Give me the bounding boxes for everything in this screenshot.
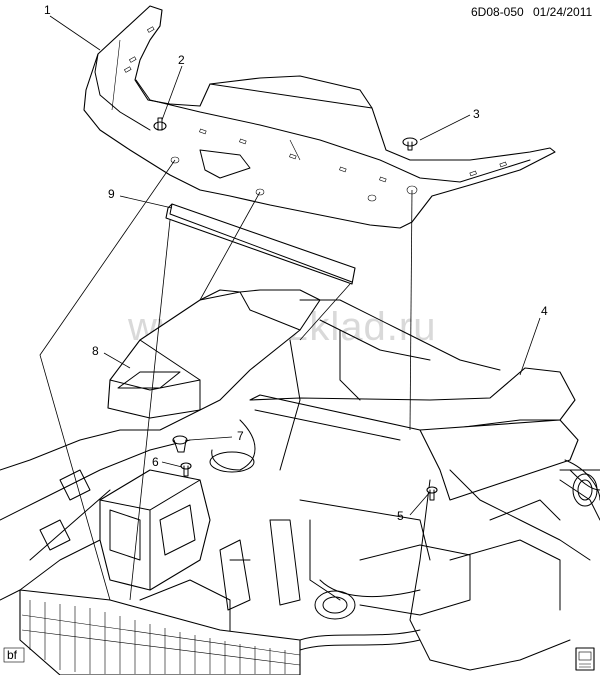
push-pin-retainer [402,137,418,151]
callouts: 1 2 3 4 5 6 7 8 9 [44,3,548,523]
corner-tag: bf [7,648,18,662]
publication-icon [575,647,595,671]
callout-9: 9 [108,187,115,201]
callout-7: 7 [237,429,244,443]
callout-3: 3 [473,107,480,121]
callout-8: 8 [92,344,99,358]
foam-seal-strip [165,203,356,285]
callout-6: 6 [152,455,159,469]
radiator-support-cover [83,5,556,229]
callout-1: 1 [44,3,51,17]
diagram-header-date: 01/24/2011 [533,5,592,19]
leader-lines [39,15,541,601]
push-pin-retainer [153,117,167,131]
callout-2: 2 [178,53,185,67]
engine-compartment [0,299,600,675]
callout-5: 5 [397,509,404,523]
diagram-header-id: 6D08-050 [471,5,524,19]
corner-tag-box [3,647,25,663]
push-pin-retainer [180,462,192,477]
push-pin-retainer [426,486,438,501]
grommet [172,435,188,453]
callout-4: 4 [541,304,548,318]
cowl-seal-panel [249,367,579,501]
